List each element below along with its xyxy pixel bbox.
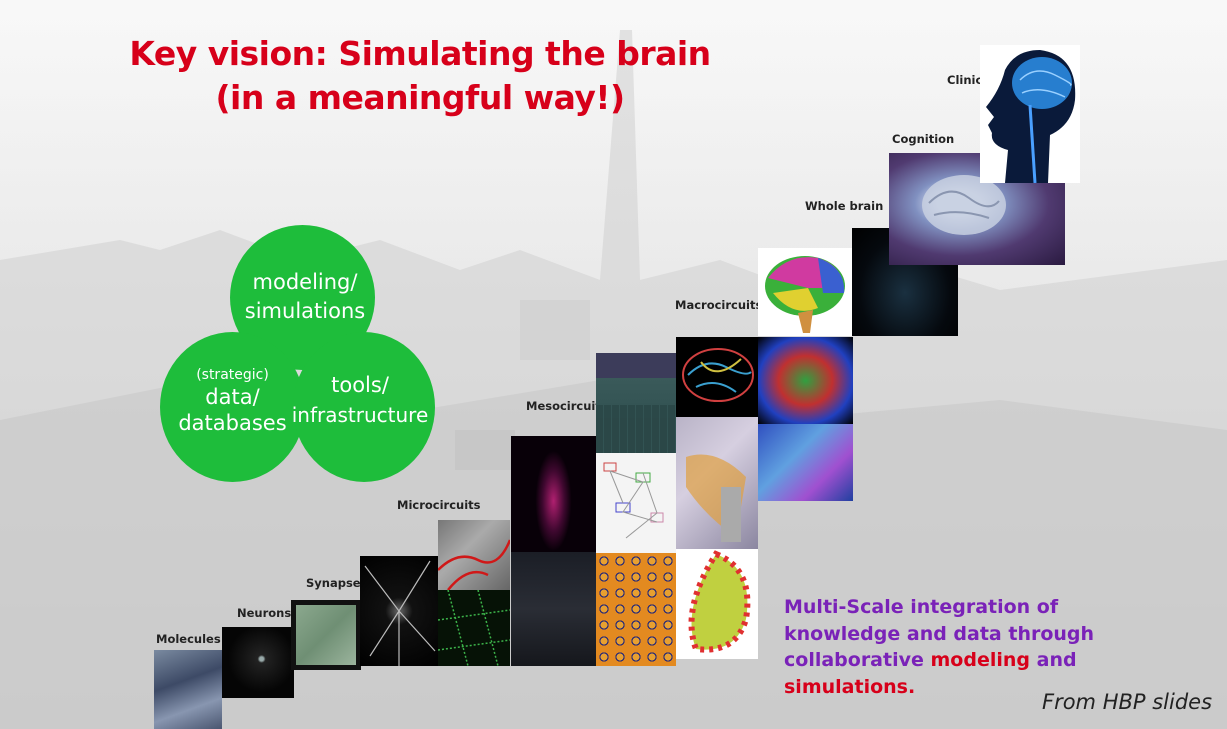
tile-mesocircuits-grid-image	[596, 353, 676, 453]
tile-macrocircuits-map-image	[676, 549, 758, 659]
source-credit: From HBP slides	[1042, 690, 1213, 714]
tile-synapses-neuron-image	[360, 556, 438, 666]
venn-circle-data	[160, 332, 305, 482]
venn-diagram: modeling/ simulations (strategic) data/ …	[150, 220, 450, 490]
label-macrocircuits: Macrocircuits	[675, 298, 763, 312]
multiscale-text: Multi-Scale integration of knowledge and…	[784, 596, 1095, 671]
label-neurons: Neurons	[237, 606, 292, 620]
multiscale-and: and	[1036, 649, 1077, 671]
tile-mesocircuits-dark-image	[511, 552, 596, 666]
tile-fibers-image	[758, 424, 853, 501]
multiscale-modeling: modeling	[930, 649, 1031, 671]
venn-circle-tools	[293, 332, 435, 482]
label-whole-brain: Whole brain	[805, 199, 884, 213]
tile-macrocircuits-honeycomb-image	[596, 553, 676, 666]
tile-neurons-image	[222, 627, 294, 698]
slide-title: Key vision: Simulating the brain (in a m…	[100, 32, 740, 120]
venn-label-modeling: modeling/ simulations	[244, 270, 366, 323]
tile-microcircuits-image-2	[438, 590, 510, 666]
tile-microcircuits-image-1	[438, 520, 510, 590]
tile-molecules-image	[154, 650, 222, 729]
tile-tractography-image	[758, 337, 853, 424]
label-synapses: Synapses	[306, 576, 368, 590]
label-molecules: Molecules	[156, 632, 221, 646]
label-cognition: Cognition	[892, 132, 955, 146]
tile-mesocircuits-wiring-image	[596, 453, 676, 553]
venn-label-data: (strategic) data/ databases	[178, 367, 287, 435]
tile-mesocircuits-column-image	[511, 436, 596, 554]
venn-label-tools: tools/ infrastructure	[291, 373, 429, 427]
label-mesocircuits: Mesocircuits	[526, 399, 608, 413]
multiscale-simulations: simulations.	[784, 675, 916, 698]
tile-synapses-image	[291, 600, 361, 670]
title-line-1: Key vision: Simulating the brain	[129, 34, 711, 73]
label-microcircuits: Microcircuits	[397, 498, 481, 512]
title-line-2: (in a meaningful way!)	[215, 78, 625, 117]
tile-colored-brain-image	[758, 248, 853, 336]
tile-macrocircuits-cortex-image	[676, 417, 758, 549]
multiscale-caption: Multi-Scale integration of knowledge and…	[784, 594, 1104, 700]
tile-macrocircuits-brain-image	[676, 337, 761, 417]
tile-clinical-head-image	[980, 45, 1080, 183]
